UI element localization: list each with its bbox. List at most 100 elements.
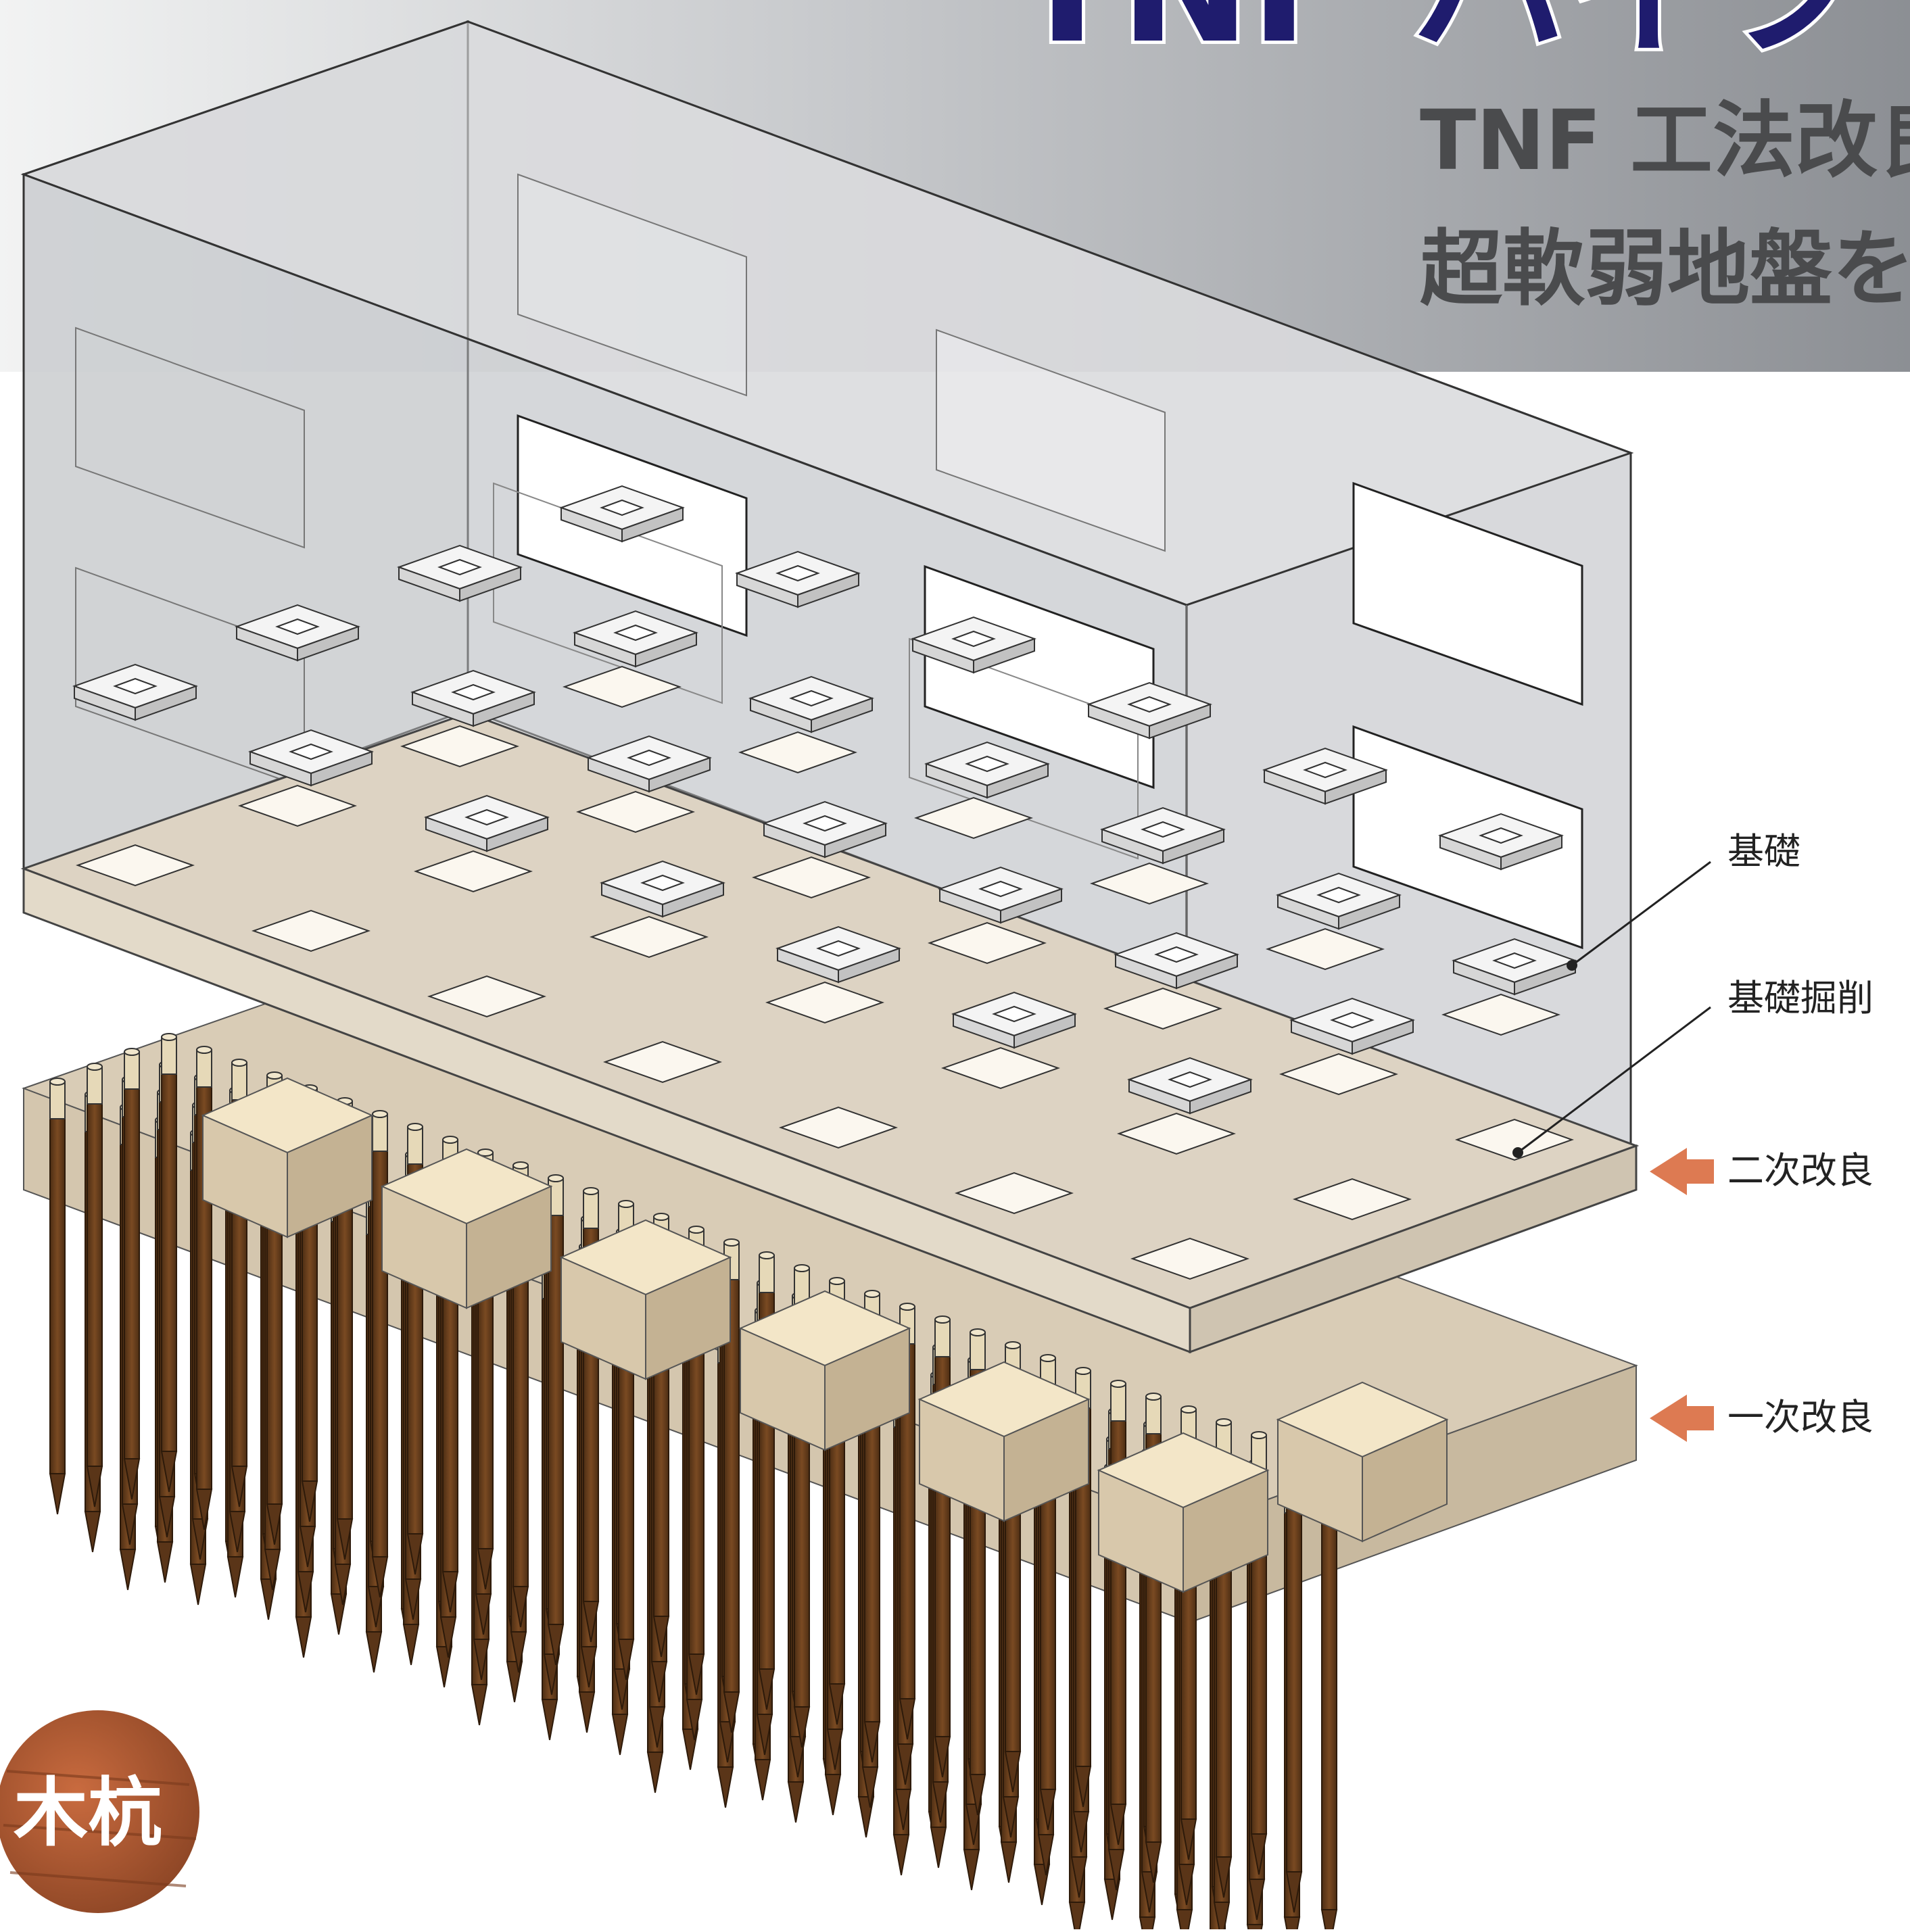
pile-tip: [646, 1752, 664, 1793]
wooden-pile: [547, 1174, 565, 1666]
excavation-pit: [954, 1172, 1074, 1215]
pile-tip: [892, 1834, 910, 1876]
foundation-pad: [938, 866, 1064, 924]
pile-tip: [226, 1556, 244, 1598]
pile-tip: [787, 1781, 805, 1823]
pile-cap: [161, 1036, 177, 1075]
pile-tip: [1283, 1916, 1301, 1932]
excavation-pit: [1279, 1053, 1399, 1096]
foundation-pad: [1276, 872, 1402, 930]
pile-tip: [160, 1451, 178, 1493]
pile-top: [407, 1123, 423, 1131]
pad-side-right: [310, 750, 373, 787]
excavation-pit: [589, 915, 709, 959]
foundation-pad: [559, 485, 685, 543]
foundation-pad: [235, 604, 360, 662]
wooden-pile: [195, 1046, 213, 1530]
excavation-pit: [400, 725, 520, 768]
excavation-pit: [1130, 1237, 1250, 1280]
excavation-pit: [927, 921, 1047, 965]
foundation-pad: [1114, 932, 1239, 990]
pile-tip: [861, 1766, 879, 1808]
pad-cap: [803, 815, 847, 832]
pile-cap: [1110, 1383, 1126, 1422]
pile-shaft: [1110, 1383, 1126, 1805]
pile-tip: [49, 1473, 66, 1515]
pile-top: [653, 1213, 669, 1221]
pad-side-right: [648, 756, 711, 793]
pad-cap: [627, 749, 671, 767]
callout-foundation-excavation: 基礎掘削: [1512, 977, 1873, 1158]
excavation-pit: [913, 796, 1034, 840]
pile-top: [548, 1174, 564, 1182]
pile-top: [723, 1238, 740, 1247]
pile-tip: [475, 1593, 492, 1635]
pad-cap: [1168, 1071, 1212, 1088]
pad-side-right: [1500, 834, 1562, 871]
improvement-block: [559, 1219, 732, 1380]
pile-cap: [124, 1051, 140, 1090]
wooden-pile: [1285, 1444, 1303, 1913]
pile-tip: [1250, 1833, 1268, 1875]
pile-tip: [1074, 1766, 1092, 1808]
excavation-pit: [562, 665, 682, 708]
foundation-pad: [1438, 813, 1564, 871]
pile-tip: [477, 1548, 494, 1590]
pile-tip: [934, 1736, 951, 1778]
foundation-pad: [397, 544, 523, 602]
pad-cap: [992, 1005, 1036, 1023]
pad-side-right: [1338, 894, 1400, 930]
pile-tip: [1139, 1916, 1156, 1932]
pile-top: [829, 1277, 845, 1285]
pad-cap: [1316, 886, 1361, 904]
subtitle-line-1: TNF 工法改良: [1420, 93, 1910, 189]
foundation-pad: [586, 735, 712, 793]
pile-tip: [754, 1759, 771, 1801]
label-foundation-excavation: 基礎掘削: [1727, 977, 1873, 1019]
pile-tip: [231, 1466, 248, 1507]
pile-top: [1180, 1405, 1197, 1414]
callout-foundation: 基礎: [1567, 830, 1800, 971]
excavation-pit: [1292, 1178, 1412, 1221]
pad-side-right: [797, 572, 859, 608]
foundation-pad: [1127, 1057, 1253, 1115]
pile-tip: [758, 1668, 775, 1710]
pile-top: [934, 1315, 951, 1324]
pile-tip: [1248, 1879, 1266, 1921]
pile-shaft: [372, 1113, 388, 1557]
pile-tip: [930, 1827, 947, 1868]
pad-side-right: [1176, 953, 1238, 990]
pad-cap: [464, 808, 509, 826]
pile-tip: [1072, 1811, 1090, 1853]
pile-tip: [1178, 1864, 1195, 1906]
pile-tip: [863, 1721, 881, 1763]
pile-top: [266, 1071, 283, 1080]
callout-primary-improvement: 一次改良: [1650, 1395, 1873, 1442]
pad-cap: [600, 499, 644, 516]
pad-side-right: [459, 566, 521, 602]
improvement-block: [380, 1148, 553, 1309]
pad-cap: [1479, 827, 1523, 844]
foundation-pad: [1452, 938, 1577, 996]
pile-top: [970, 1328, 986, 1336]
wooden-pile: [49, 1078, 66, 1515]
pile-top: [794, 1264, 810, 1272]
pile-tip: [1109, 1804, 1127, 1845]
page-title: TNF ハイブ: [1014, 0, 1874, 78]
label-foundation: 基礎: [1727, 830, 1800, 873]
pile-tip: [1145, 1841, 1162, 1883]
pile-top: [161, 1033, 177, 1041]
pile-top: [512, 1161, 529, 1169]
excavation-pit: [427, 975, 547, 1018]
excavation-pit: [1116, 1112, 1237, 1155]
pile-tip: [1285, 1871, 1303, 1913]
foundation-pad: [951, 991, 1077, 1049]
pile-cap: [407, 1126, 423, 1165]
pile-tip: [578, 1691, 596, 1733]
pile-top: [1251, 1431, 1267, 1439]
pile-tip: [336, 1518, 354, 1560]
pile-tip: [119, 1549, 137, 1591]
pad-cap: [613, 624, 658, 642]
pile-tip: [334, 1564, 352, 1605]
pile-shaft: [161, 1036, 177, 1452]
